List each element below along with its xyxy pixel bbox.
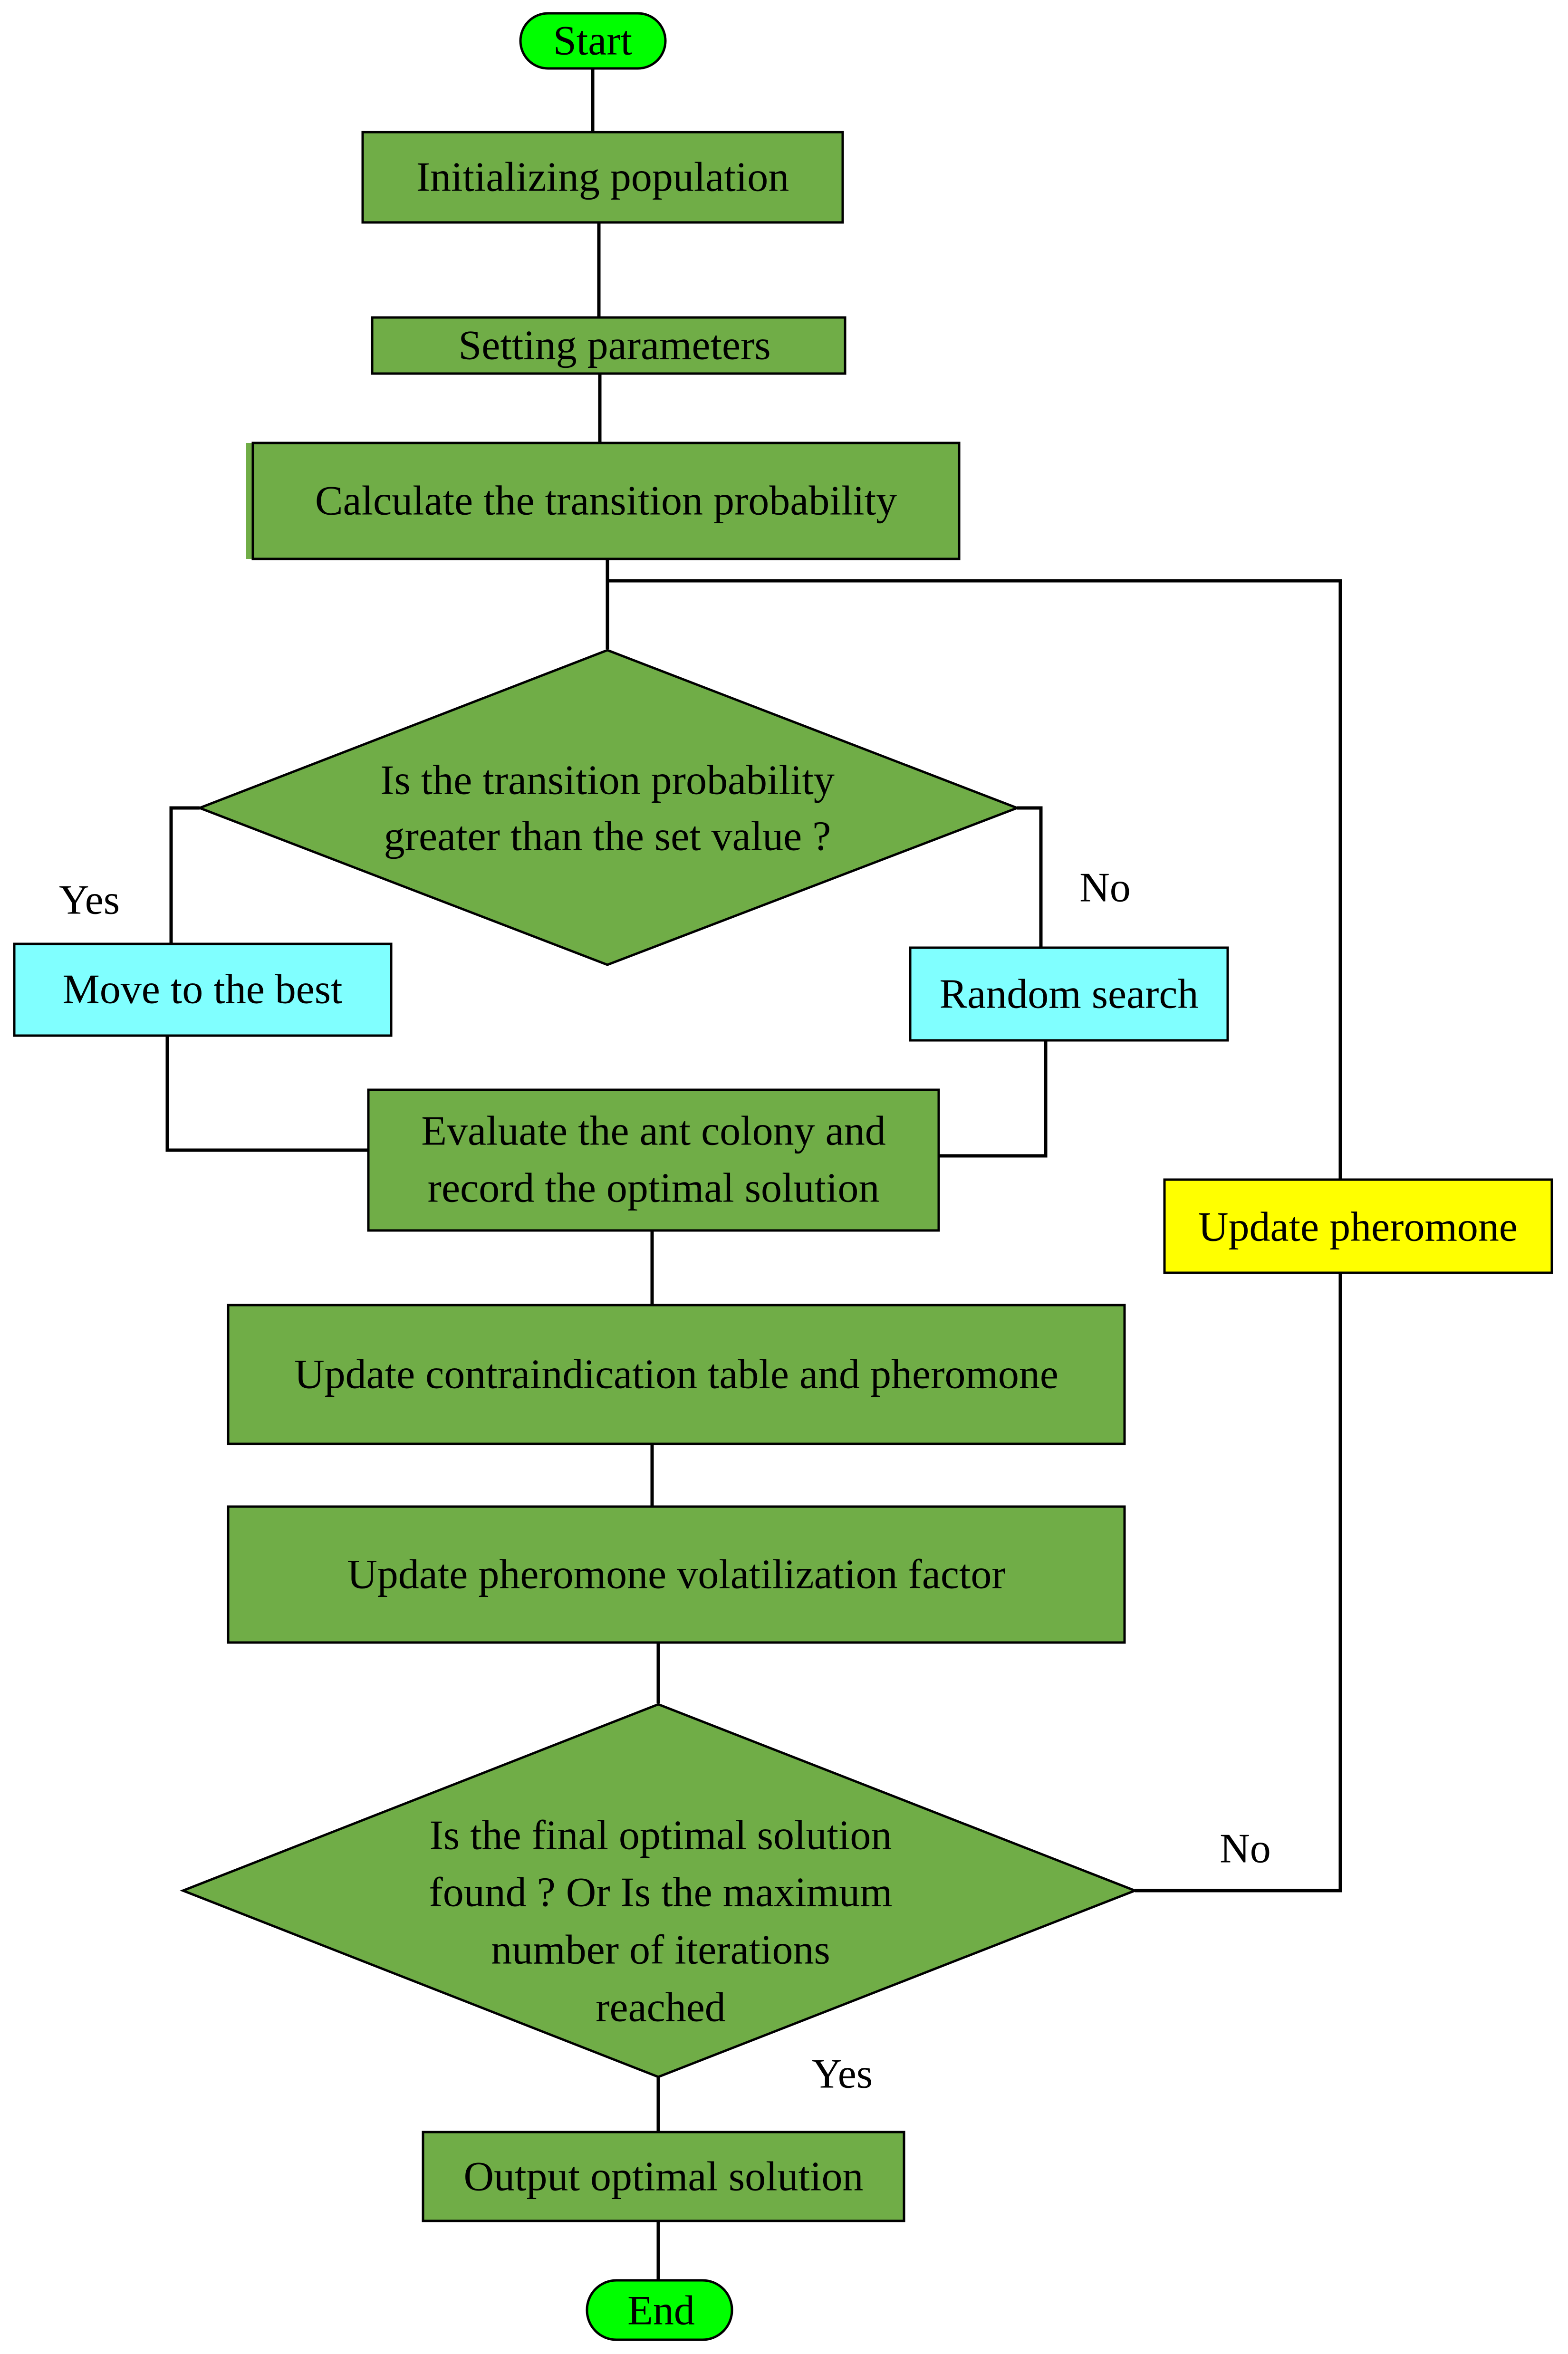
start-label: Start: [553, 18, 632, 64]
update-table-box: [227, 1304, 1126, 1445]
node-decision-probability: Is the transition probability greater th…: [196, 649, 1020, 966]
end-label: End: [627, 2288, 695, 2334]
node-update-table: Update contraindication table and pherom…: [227, 1304, 1126, 1445]
node-init: Initializing population: [361, 131, 844, 224]
output-label: Output optimal solution: [464, 2154, 864, 2200]
node-calc: Calculate the transition probability: [246, 442, 961, 560]
evaluate-line-2: record the optimal solution: [428, 1165, 880, 1211]
end-terminal-shape: [586, 2279, 733, 2341]
edge-decision2-no: [1135, 1273, 1342, 1893]
connectors: [165, 68, 1342, 2280]
update-table-label: Update contraindication table and pherom…: [294, 1352, 1058, 1398]
decision2-line-1: Is the final optimal solution: [430, 1813, 892, 1859]
edge-random-evaluate: [939, 1040, 1048, 1158]
move-best-label: Move to the best: [62, 967, 342, 1013]
evaluate-process-box: [367, 1088, 940, 1232]
edge-movebest-evaluate: [165, 1036, 368, 1152]
node-start: Start: [519, 12, 667, 70]
decision2-line-3: number of iterations: [491, 1927, 830, 1973]
evaluate-line-1: Evaluate the ant colony and: [421, 1108, 885, 1154]
edge-decision1-no: [1017, 806, 1043, 947]
calc-process-box: [251, 442, 961, 560]
decision2-line-4: reached: [596, 1985, 726, 2031]
node-decision-termination: Is the final optimal solution found ? Or…: [180, 1703, 1138, 2078]
move-best-box: [13, 942, 393, 1037]
params-process-box: [371, 316, 847, 375]
update-factor-label: Update pheromone volatilization factor: [347, 1552, 1005, 1598]
random-search-box: [909, 946, 1229, 1042]
update-pheromone-label: Update pheromone: [1198, 1204, 1518, 1250]
edge-label-d1-yes: Yes: [59, 877, 120, 923]
decision1-line-1: Is the transition probability: [380, 758, 835, 804]
edge-decision1-yes: [169, 806, 200, 943]
node-params: Setting parameters: [371, 316, 847, 375]
edge-label-d2-no: No: [1220, 1826, 1271, 1872]
edge-label-d2-yes: Yes: [812, 2051, 873, 2097]
node-random-search: Random search: [909, 946, 1229, 1042]
decision1-diamond: [196, 649, 1020, 966]
node-evaluate: Evaluate the ant colony and record the o…: [367, 1088, 940, 1232]
update-pheromone-box: [1163, 1178, 1553, 1274]
init-label: Initializing population: [416, 154, 789, 201]
node-end: End: [586, 2279, 733, 2341]
edge-feedback-loop: [608, 579, 1342, 1180]
params-label: Setting parameters: [458, 323, 770, 369]
calc-label: Calculate the transition probability: [315, 478, 897, 524]
decision1-line-2: greater than the set value ?: [384, 814, 831, 860]
init-process-box: [361, 131, 844, 224]
update-factor-box: [227, 1505, 1126, 1644]
node-update-pheromone: Update pheromone: [1163, 1178, 1553, 1274]
random-search-label: Random search: [940, 971, 1199, 1018]
decision2-line-2: found ? Or Is the maximum: [429, 1870, 892, 1916]
edge-label-d1-no: No: [1079, 865, 1131, 911]
decision2-diamond: [180, 1703, 1138, 2078]
start-terminal-shape: [519, 12, 667, 70]
node-output: Output optimal solution: [422, 2131, 905, 2222]
node-update-factor: Update pheromone volatilization factor: [227, 1505, 1126, 1644]
output-process-box: [422, 2131, 905, 2222]
node-move-best: Move to the best: [13, 942, 393, 1037]
